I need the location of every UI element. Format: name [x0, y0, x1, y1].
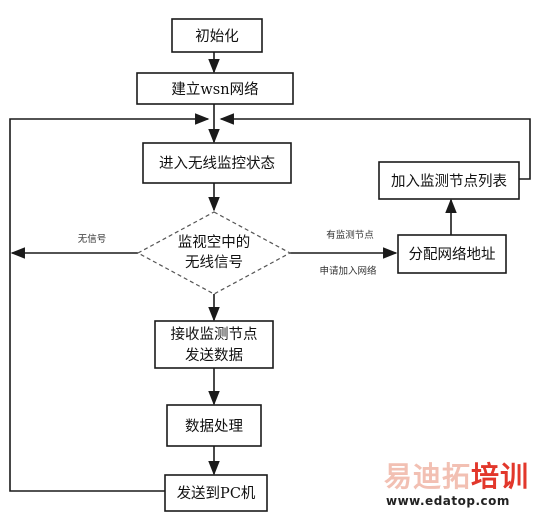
node-process-label: 数据处理 [185, 418, 243, 435]
node-add-list-box [378, 161, 520, 200]
node-receive-box [154, 320, 274, 369]
node-send-pc-label: 发送到PC机 [177, 485, 256, 502]
watermark-text: 易迪拓培训 [384, 460, 534, 494]
watermark-char-3: 拓 [442, 460, 472, 493]
node-init-label: 初始化 [195, 28, 239, 45]
node-init-box [171, 18, 263, 53]
node-build-wsn-label: 建立wsn网络 [171, 81, 258, 98]
node-assign-addr-label: 分配网络地址 [409, 246, 496, 263]
edge-send-loop [9, 113, 210, 492]
watermark: 易迪拓培训 www.edatop.com [384, 460, 534, 508]
node-add-list-label: 加入监测节点列表 [391, 173, 507, 190]
edge-label-join-request: 申请加入网络 [319, 265, 377, 277]
node-build-wsn-box [136, 72, 294, 105]
edge-list-loop [219, 113, 531, 180]
watermark-char-5: 训 [500, 460, 530, 493]
watermark-char-1: 易 [384, 460, 414, 493]
watermark-url: www.edatop.com [386, 494, 510, 508]
watermark-char-2: 迪 [413, 460, 443, 493]
watermark-char-4: 培 [471, 460, 501, 493]
node-decision-label-1: 监视空中的 [178, 234, 251, 251]
node-decision-diamond [136, 211, 292, 295]
node-assign-addr-box [397, 234, 507, 274]
node-decision-label-2: 无线信号 [185, 254, 243, 271]
node-process-box [166, 404, 262, 447]
node-monitor-state-box [142, 142, 292, 184]
node-receive-label-2: 发送数据 [185, 347, 243, 364]
edge-label-has-node: 有监测节点 [326, 229, 374, 241]
node-monitor-state-label: 进入无线监控状态 [159, 155, 275, 172]
node-receive-label-1: 接收监测节点 [171, 326, 258, 343]
edge-label-no-signal: 无信号 [78, 233, 107, 245]
node-send-pc-box [164, 474, 268, 512]
